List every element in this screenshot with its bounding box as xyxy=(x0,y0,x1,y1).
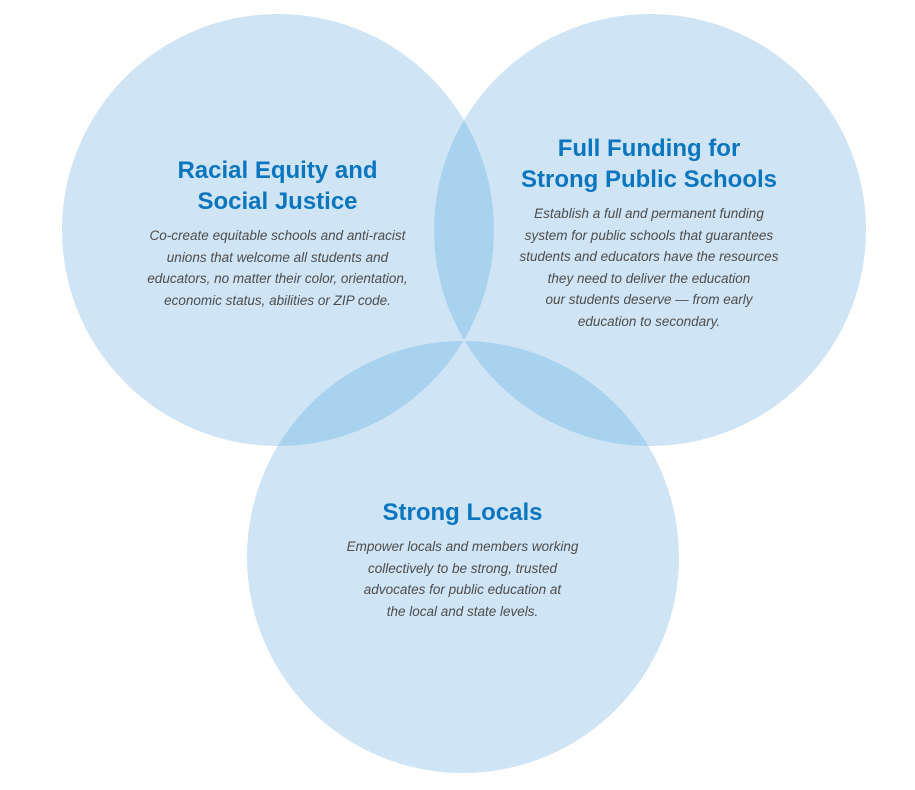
circle-strong-locals xyxy=(247,341,679,773)
racial-equity-title: Racial Equity and Social Justice xyxy=(177,157,378,215)
full-funding-text: Full Funding for Strong Public Schools E… xyxy=(490,133,808,332)
strong-locals-title: Strong Locals xyxy=(382,499,543,526)
strong-locals-description: Empower locals and members working colle… xyxy=(346,539,579,619)
circle-racial-equity xyxy=(62,14,494,446)
racial-equity-description: Co-create equitable schools and anti-rac… xyxy=(147,228,408,308)
full-funding-title: Full Funding for Strong Public Schools xyxy=(520,135,778,193)
full-funding-description: Establish a full and permanent funding s… xyxy=(519,206,779,329)
racial-equity-text: Racial Equity and Social Justice Co-crea… xyxy=(120,155,435,311)
circle-full-funding xyxy=(434,14,866,446)
strong-locals-text: Strong Locals Empower locals and members… xyxy=(300,497,625,622)
